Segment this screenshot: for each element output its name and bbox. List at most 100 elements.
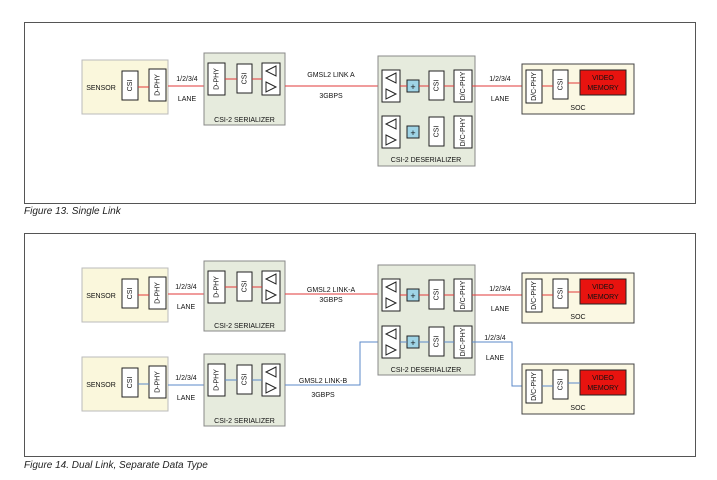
f13-des-row-a-buffer-tri-right bbox=[385, 88, 398, 100]
f14a-link-name: GMSL2 LINK-A bbox=[307, 287, 356, 294]
f13-des-row-b-plus bbox=[406, 125, 420, 139]
f14-des-row-a-buffer bbox=[381, 278, 401, 312]
f14b-memory-label: MEMORY bbox=[587, 385, 619, 392]
f13-link-name: GMSL2 LINK A bbox=[307, 72, 355, 79]
f14a-video-label: VIDEO bbox=[592, 284, 614, 291]
f14a-sensor-csi-label: CSI bbox=[127, 288, 134, 300]
f13-deserializer-label: CSI-2 DESERIALIZER bbox=[391, 157, 461, 164]
f13-sensor-dphy bbox=[148, 68, 167, 102]
f14-des-row-a-dcphy-label: D/C-PHY bbox=[460, 280, 467, 309]
f14-des-row-a-plus-label: + bbox=[410, 291, 415, 301]
f13-sensor-dphy-label: D-PHY bbox=[154, 74, 161, 96]
f14a-lane-label: LANE bbox=[177, 304, 196, 311]
f14b-sensor-dphy-label: D-PHY bbox=[154, 371, 161, 393]
f13-des-row-b-plus-label: + bbox=[410, 128, 415, 138]
f14b-serializer-csi-label: CSI bbox=[241, 374, 248, 386]
f13-serializer-buffer-tri-left bbox=[264, 65, 277, 77]
f14b-link-name: GMSL2 LINK-B bbox=[299, 378, 348, 385]
f13-des-row-b-buffer bbox=[381, 115, 401, 149]
f13-serializer-csi-label: CSI bbox=[241, 73, 248, 85]
f14a-out-lane-label: LANE bbox=[491, 306, 510, 313]
f14-des-row-a-buffer-tri-right bbox=[385, 297, 398, 309]
f13-serializer-buffer bbox=[261, 62, 281, 96]
f13-des-row-a-plus-label: + bbox=[410, 82, 415, 92]
f14a-out-lanes-label: 1/2/3/4 bbox=[489, 286, 511, 293]
f14a-serializer-buffer-tri-left bbox=[264, 273, 277, 285]
f13-soc-dcphy-label: D/C-PHY bbox=[531, 72, 538, 101]
f14-des-row-b-dcphy-label: D/C-PHY bbox=[460, 327, 467, 356]
f13-des-row-b-dcphy bbox=[453, 115, 473, 149]
f14-deserializer-label: CSI-2 DESERIALIZER bbox=[391, 367, 461, 374]
f13-video-memory bbox=[579, 69, 627, 96]
f14b-link-deserializer-soc bbox=[472, 341, 522, 387]
f13-serializer-buffer-tri-right bbox=[265, 81, 278, 93]
f14a-serializer-buffer bbox=[261, 270, 281, 304]
f14b-soc-csi-label: CSI bbox=[557, 379, 564, 391]
f14b-gmsl-link bbox=[285, 341, 382, 386]
f14a-soc-csi bbox=[552, 278, 569, 309]
f14a-sensor-dphy bbox=[148, 276, 167, 310]
f14a-lanes-label: 1/2/3/4 bbox=[175, 284, 197, 291]
figure13-caption: Figure 13. Single Link bbox=[24, 206, 121, 217]
f13-lane-label: LANE bbox=[491, 96, 510, 103]
f13-des-row-a-buffer bbox=[381, 69, 401, 103]
f14-des-row-a-buffer-tri-left bbox=[384, 281, 397, 293]
f13-sensor-csi-label: CSI bbox=[127, 80, 134, 92]
f14-des-row-b-plus-label: + bbox=[410, 338, 415, 348]
f14-des-row-b-csi-label: CSI bbox=[433, 336, 440, 348]
f13-lanes-label: 1/2/3/4 bbox=[489, 76, 511, 83]
f14a-serializer-label: CSI-2 SERIALIZER bbox=[214, 323, 275, 330]
f14b-video-label: VIDEO bbox=[592, 375, 614, 382]
f13-des-row-b-buffer-tri-right bbox=[385, 134, 398, 146]
f14b-lanes-label: 1/2/3/4 bbox=[175, 375, 197, 382]
f14b-serializer-dphy-label: D-PHY bbox=[213, 369, 220, 391]
f13-des-row-a-csi-label: CSI bbox=[433, 80, 440, 92]
f13-sensor-csi bbox=[121, 70, 139, 101]
f14-des-row-b-buffer-tri-right bbox=[385, 344, 398, 356]
f13-des-row-b-csi-label: CSI bbox=[433, 126, 440, 138]
f14b-serializer-buffer-tri-left bbox=[264, 366, 277, 378]
f14b-serializer-buffer bbox=[261, 363, 281, 397]
f14b-serializer-buffer-tri-right bbox=[265, 382, 278, 394]
f13-sensor-label: SENSOR bbox=[86, 85, 116, 92]
f14b-sensor-label: SENSOR bbox=[86, 382, 116, 389]
figure14-caption: Figure 14. Dual Link, Separate Data Type bbox=[24, 460, 208, 471]
f14b-lane-label: LANE bbox=[177, 395, 196, 402]
f14b-sensor-dphy bbox=[148, 365, 167, 399]
f14a-memory-label: MEMORY bbox=[587, 294, 619, 301]
f14a-sensor-csi bbox=[121, 278, 139, 309]
f13-des-row-b-csi bbox=[428, 116, 445, 147]
f13-soc-csi bbox=[552, 69, 569, 100]
f14b-serializer-label: CSI-2 SERIALIZER bbox=[214, 418, 275, 425]
f14b-soc-csi bbox=[552, 369, 569, 400]
f14a-soc-dcphy-label: D/C-PHY bbox=[531, 281, 538, 310]
f14b-sensor-csi-label: CSI bbox=[127, 377, 134, 389]
f13-soc-csi-label: CSI bbox=[557, 79, 564, 91]
f14a-soc-label: SOC bbox=[570, 314, 585, 321]
f13-soc-label: SOC bbox=[570, 105, 585, 112]
f14a-serializer-csi-label: CSI bbox=[241, 281, 248, 293]
f13-link-rate: 3GBPS bbox=[319, 93, 343, 100]
f14b-out-lane-label: LANE bbox=[486, 355, 505, 362]
f13-video-label: VIDEO bbox=[592, 75, 614, 82]
f14b-soc-label: SOC bbox=[570, 405, 585, 412]
f14b-out-lanes-label: 1/2/3/4 bbox=[484, 335, 506, 342]
f14b-link-rate: 3GBPS bbox=[311, 392, 335, 399]
f13-des-row-b-dcphy-label: D/C-PHY bbox=[460, 117, 467, 146]
f13-serializer-dphy-label: D-PHY bbox=[213, 68, 220, 90]
f14a-video-memory bbox=[579, 278, 627, 305]
f14a-serializer-buffer-tri-right bbox=[265, 289, 278, 301]
f14a-soc-csi-label: CSI bbox=[557, 288, 564, 300]
f14-des-row-b-buffer bbox=[381, 325, 401, 359]
f14-des-row-b-buffer-tri-left bbox=[384, 328, 397, 340]
f13-des-row-a-buffer-tri-left bbox=[384, 72, 397, 84]
f13-lane-label: LANE bbox=[178, 96, 197, 103]
f14a-sensor-dphy-label: D-PHY bbox=[154, 282, 161, 304]
f14a-sensor-label: SENSOR bbox=[86, 293, 116, 300]
f14b-soc-dcphy-label: D/C-PHY bbox=[531, 372, 538, 401]
f13-des-row-b-buffer-tri-left bbox=[384, 118, 397, 130]
f14a-link-rate: 3GBPS bbox=[319, 297, 343, 304]
f13-memory-label: MEMORY bbox=[587, 85, 619, 92]
f14-des-row-a-csi-label: CSI bbox=[433, 289, 440, 301]
